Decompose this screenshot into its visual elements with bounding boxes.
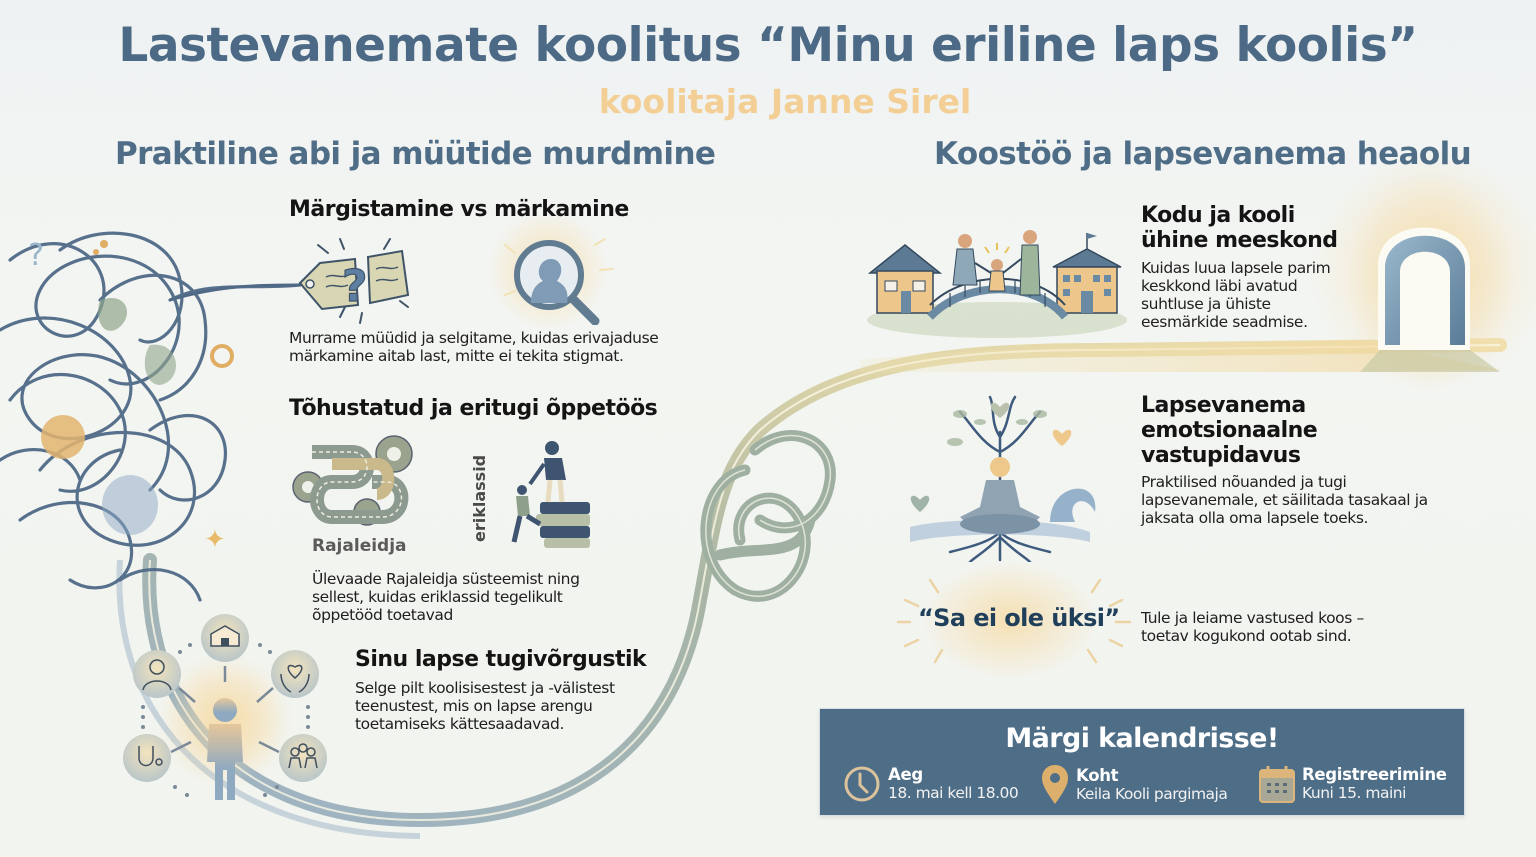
quote-text: “Sa ei ole üksi” [918, 604, 1120, 632]
section-text: Selge pilt koolisisestest ja -välistest … [355, 679, 615, 733]
child-icon [207, 724, 243, 800]
trainer-subtitle: koolitaja Janne Sirel [598, 82, 972, 121]
magnifier-child-icon [504, 238, 614, 325]
eriklassid-label: eriklassid [470, 454, 489, 542]
heart-hands-icon [271, 650, 319, 698]
stethoscope-icon [123, 734, 171, 782]
calendar-item-value: Keila Kooli pargimaja [1076, 785, 1228, 803]
section-text: Kuidas luua lapsele parim keskkond läbi … [1141, 259, 1331, 331]
left-column-heading: Praktiline abi ja müütide murdmine [115, 136, 716, 172]
calendar-item-time: Aeg 18. mai kell 18.00 [842, 764, 1019, 804]
calendar-item-value: Kuni 15. maini [1302, 784, 1406, 802]
svg-text:?: ? [342, 261, 368, 312]
calendar-item-label: Registreerimine [1302, 765, 1447, 784]
sunburst-icon [896, 578, 1132, 664]
calendar-item-location: Koht Keila Kooli pargimaja [1040, 764, 1228, 806]
section-title: Tõhustatud ja eritugi õppetöös [289, 396, 658, 421]
meditation-tree-icon [910, 395, 1096, 562]
helping-hand-books-icon [511, 441, 590, 548]
calendar-icon [1259, 766, 1295, 803]
section-text: Tule ja leiame vastused koos – toetav ko… [1141, 609, 1364, 645]
section-text: Ülevaade Rajaleidja süsteemist ning sell… [312, 570, 580, 624]
section-text: Murrame müüdid ja selgitame, kuidas eriv… [289, 329, 659, 365]
section-title: Märgistamine vs märkamine [289, 197, 629, 222]
location-pin-icon [1042, 765, 1068, 804]
section-title: Lapsevanema emotsionaalne vastupidavus [1141, 393, 1318, 468]
calendar-title: Märgi kalendrisse! [1005, 723, 1279, 754]
svg-text:?: ? [28, 238, 44, 273]
clock-icon [844, 766, 880, 802]
rajaleidja-label: Rajaleidja [312, 536, 407, 556]
calendar-item-registration: Registreerimine Kuni 15. maini [1258, 764, 1447, 804]
winding-road-gears-icon [292, 435, 413, 526]
page-title: Lastevanemate koolitus “Minu eriline lap… [118, 18, 1418, 73]
section-title: Sinu lapse tugivõrgustik [355, 647, 647, 672]
section-text: Praktilised nõuanded ja tugi lapsevanema… [1141, 473, 1428, 527]
section-title: Kodu ja kooli ühine meeskond [1141, 203, 1338, 253]
svg-text:✦: ✦ [204, 525, 226, 555]
support-network-diagram [123, 614, 327, 800]
home-school-bridge-icon [867, 230, 1127, 338]
archway-icon [1370, 220, 1480, 370]
right-column-heading: Koostöö ja lapsevanema heaolu [934, 136, 1472, 172]
calendar-box: Märgi kalendrisse! Aeg 18. mai kell 18.0… [819, 708, 1465, 816]
calendar-item-label: Aeg [888, 765, 923, 784]
group-icon [279, 734, 327, 782]
calendar-item-value: 18. mai kell 18.00 [888, 784, 1019, 802]
label-tag-question-icon: ? [298, 238, 410, 324]
calendar-item-label: Koht [1076, 766, 1119, 785]
